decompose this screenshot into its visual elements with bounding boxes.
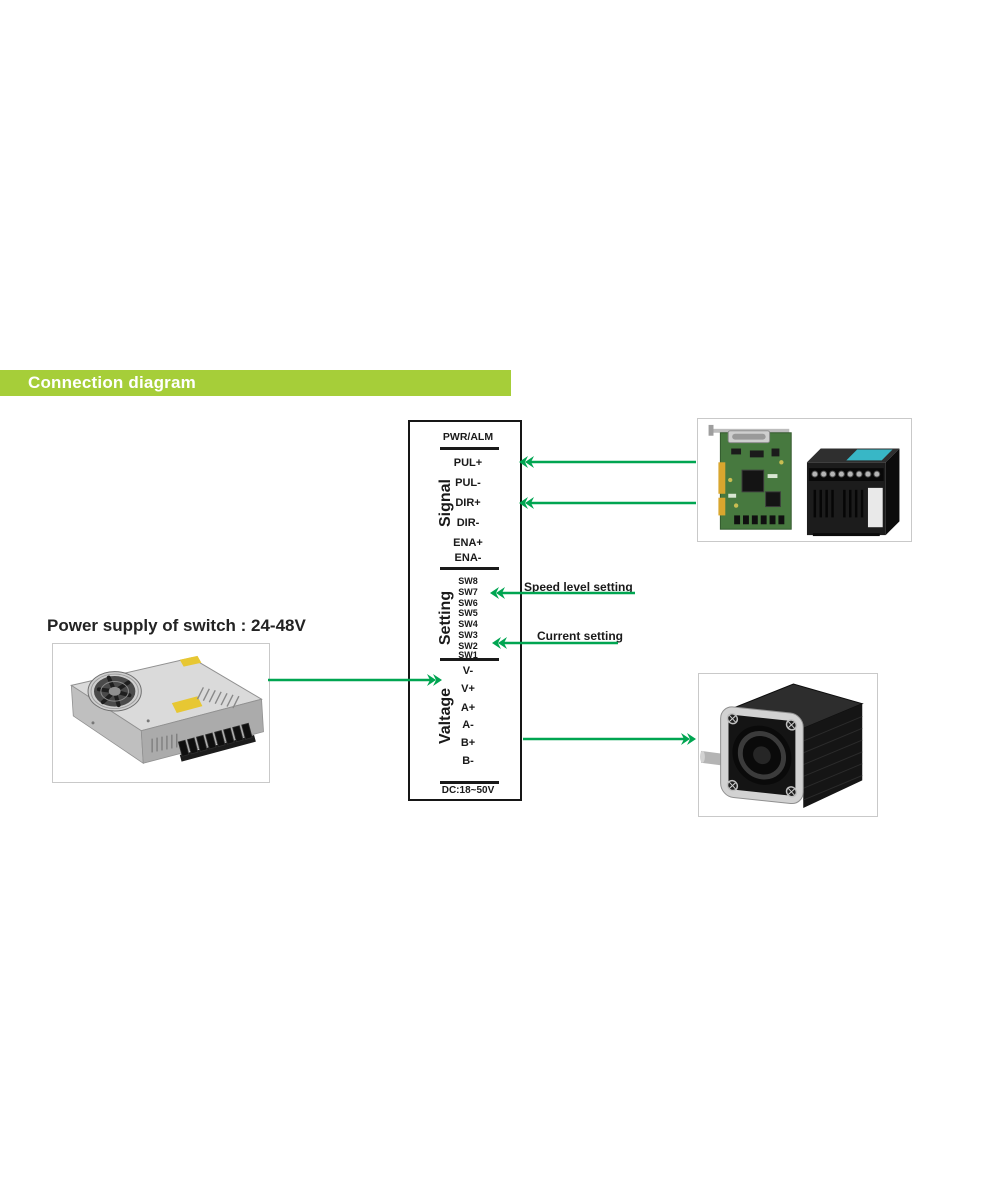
pin-dir-plus: DIR+ (455, 497, 481, 509)
section-label-voltage: Valtage (437, 687, 454, 745)
power-supply-caption: Power supply of switch : 24-48V (47, 616, 306, 635)
switching-power-supply-image (70, 655, 264, 765)
stepper-motor-body (699, 683, 864, 808)
stepper-motor-image (699, 683, 864, 808)
controller-photo-frame (697, 418, 912, 542)
section-header-bar: Connection diagram (0, 370, 511, 396)
pin-sw6: SW6 (458, 598, 478, 608)
section-header-title: Connection diagram (28, 373, 196, 392)
pin-sw2: SW2 (458, 641, 478, 651)
motor-photo-frame (698, 673, 878, 817)
pin-v-minus: V- (462, 665, 474, 677)
pin-ena-plus: ENA+ (453, 537, 483, 549)
pin-v-plus: V+ (461, 683, 475, 695)
pin-b-plus: B+ (460, 737, 476, 749)
pin-a-minus: A- (462, 719, 474, 731)
pin-sw1: SW1 (458, 650, 478, 660)
pin-a-plus: A+ (460, 702, 476, 714)
pin-sw4: SW4 (458, 619, 478, 629)
pin-sw5: SW5 (458, 608, 478, 618)
pin-dir-minus: DIR- (456, 517, 480, 529)
plc-image (806, 448, 900, 537)
driver-terminal-strip: PWR/ALM Signal PUL+ PUL- DIR+ DIR- ENA+ … (408, 420, 522, 801)
motion-control-card-and-plc-image (708, 424, 900, 537)
terminal-divider (440, 567, 499, 570)
arrow-controller-to-pul (519, 456, 696, 468)
terminal-divider (440, 658, 499, 661)
power-supply-body (70, 655, 264, 765)
current-setting-label: Current setting (537, 629, 624, 643)
pin-b-minus: B- (462, 755, 474, 767)
dc-rating-label: DC:18~50V (441, 785, 495, 796)
terminal-divider (440, 447, 499, 450)
pin-sw8: SW8 (458, 576, 478, 586)
pin-ena-minus: ENA- (454, 552, 482, 564)
arrow-driver-to-motor (523, 733, 696, 745)
pin-pul-plus: PUL+ (453, 457, 483, 469)
pin-pul-minus: PUL- (455, 477, 481, 489)
power-supply-photo-frame (52, 643, 270, 783)
pci-motion-card-image (708, 424, 792, 530)
pin-sw3: SW3 (458, 630, 478, 640)
arrow-controller-to-dir (519, 497, 696, 509)
pin-sw7: SW7 (458, 587, 478, 597)
pin-pwr-alm: PWR/ALM (442, 431, 494, 443)
terminal-divider (440, 781, 499, 784)
speed-level-setting-label: Speed level setting (524, 580, 633, 594)
